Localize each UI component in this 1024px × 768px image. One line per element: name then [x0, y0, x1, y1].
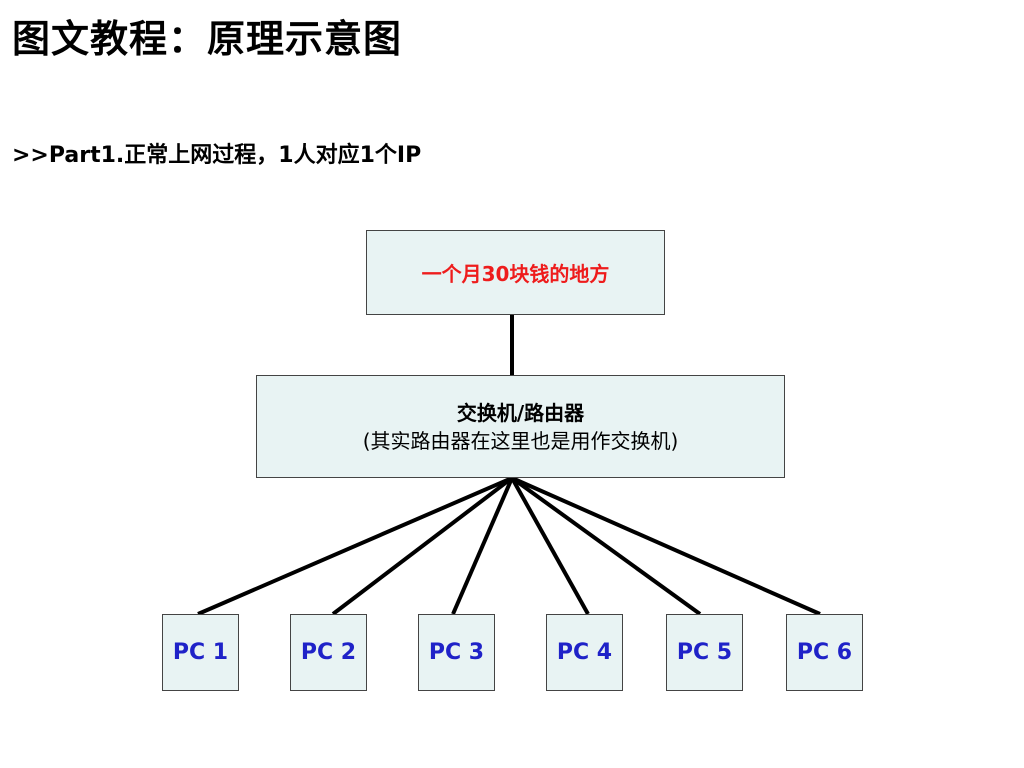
connector-router-to-pc-3	[451, 477, 514, 615]
pc-node-4: PC 4	[546, 614, 623, 691]
pc-node-label: PC 2	[300, 640, 357, 665]
connector-router-to-pc-5	[510, 476, 702, 616]
isp-node: 一个月30块钱的地方	[366, 230, 665, 315]
isp-node-label: 一个月30块钱的地方	[421, 262, 610, 286]
pc-node-label: PC 5	[676, 640, 733, 665]
pc-node-5: PC 5	[666, 614, 743, 691]
pc-node-6: PC 6	[786, 614, 863, 691]
connector-router-to-pc-6	[511, 476, 821, 616]
pc-node-label: PC 3	[428, 640, 485, 665]
pc-node-label: PC 4	[556, 640, 613, 665]
pc-node-label: PC 6	[796, 640, 853, 665]
connector-router-to-pc-2	[331, 476, 514, 616]
router-node-note: (其实路由器在这里也是用作交换机)	[362, 428, 679, 453]
connector-router-to-pc-4	[510, 477, 590, 615]
pc-node-2: PC 2	[290, 614, 367, 691]
pc-node-1: PC 1	[162, 614, 239, 691]
pc-node-label: PC 1	[172, 640, 229, 665]
page-title: 图文教程：原理示意图	[12, 17, 403, 61]
connector-router-to-pc-1	[197, 476, 513, 616]
router-node: 交换机/路由器 (其实路由器在这里也是用作交换机)	[256, 375, 785, 478]
pc-node-3: PC 3	[418, 614, 495, 691]
router-node-title: 交换机/路由器	[456, 400, 585, 425]
section-subtitle: >>Part1.正常上网过程，1人对应1个IP	[12, 143, 422, 168]
